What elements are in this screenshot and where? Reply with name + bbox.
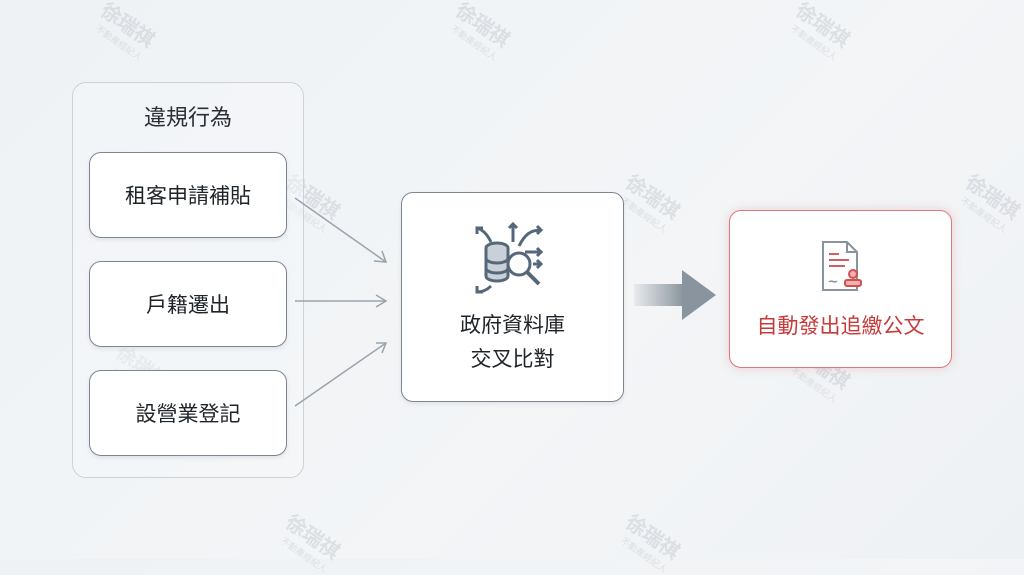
violation-item-household: 戶籍遷出 xyxy=(89,261,287,347)
process-line2: 交叉比對 xyxy=(470,347,555,371)
document-stamp-icon xyxy=(821,241,862,291)
item-label: 租客申請補貼 xyxy=(125,184,251,208)
item-label: 戶籍遷出 xyxy=(146,293,230,317)
violation-item-business: 設營業登記 xyxy=(89,370,287,456)
arrow-line xyxy=(294,342,387,407)
result-label: 自動發出追繳公文 xyxy=(756,314,925,338)
group-title: 違規行為 xyxy=(143,106,232,131)
process-line1: 政府資料庫 xyxy=(460,313,565,337)
big-arrow-shaft xyxy=(634,284,684,306)
database-search-icon xyxy=(475,221,543,294)
item-label: 設營業登記 xyxy=(135,402,241,426)
database-crosscheck-box: 政府資料庫 交叉比對 xyxy=(401,192,624,402)
connector-arrows xyxy=(294,197,716,407)
arrow-line xyxy=(294,197,387,263)
big-arrow-head xyxy=(682,270,716,320)
auto-notice-box: 自動發出追繳公文 xyxy=(729,210,952,368)
violation-item-subsidy: 租客申請補貼 xyxy=(89,152,287,238)
